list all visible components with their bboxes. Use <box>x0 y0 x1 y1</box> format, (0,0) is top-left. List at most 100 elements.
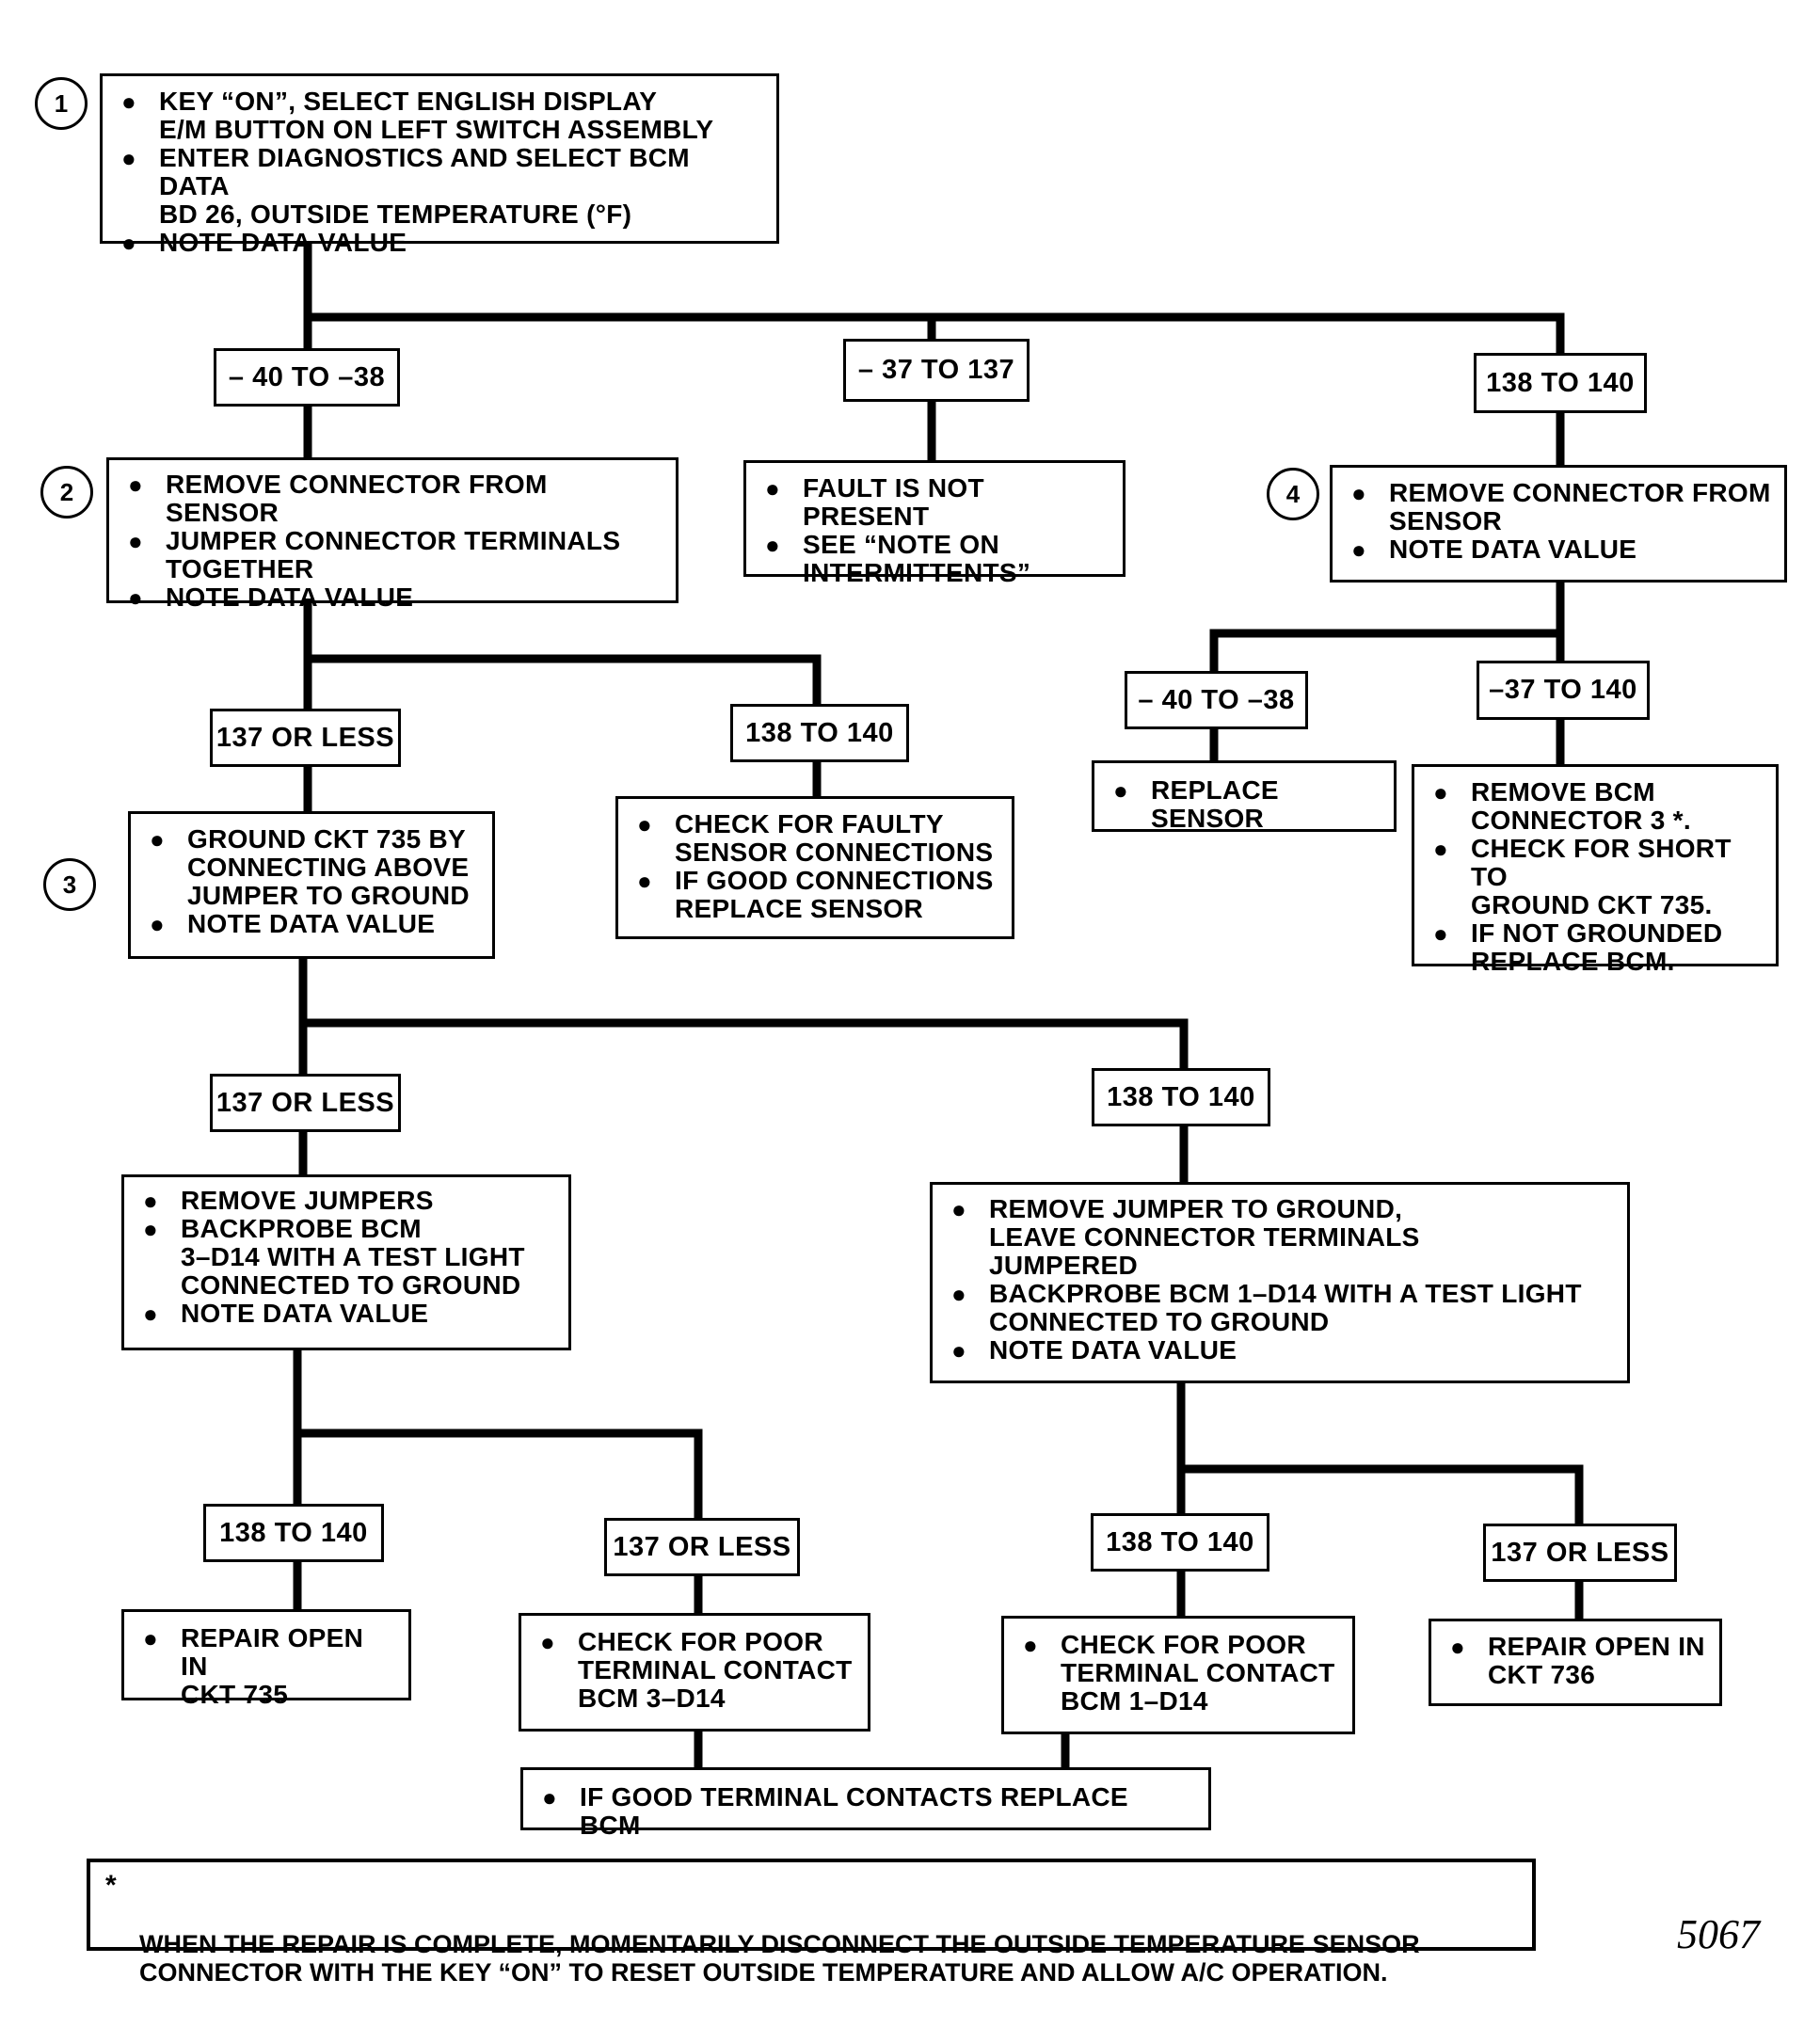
step-text: BACKPROBE BCM 3–D14 WITH A TEST LIGHT CO… <box>181 1214 525 1300</box>
range-label-138-to-140: 138 TO 140 <box>730 704 909 762</box>
step-item: ● CHECK FOR SHORT TO GROUND CKT 735. <box>1433 835 1763 919</box>
good-contacts-replace-bcm-box: ● IF GOOD TERMINAL CONTACTS REPLACE BCM <box>520 1767 1211 1840</box>
repair-open-ckt-736-box: ● REPAIR OPEN IN CKT 736 <box>1429 1619 1722 1706</box>
repair-open-ckt-735-box: ● REPAIR OPEN IN CKT 735 <box>121 1609 411 1709</box>
step-item: ● ENTER DIAGNOSTICS AND SELECT BCM DATA B… <box>121 144 763 229</box>
step-text: ENTER DIAGNOSTICS AND SELECT BCM DATA BD… <box>159 143 690 229</box>
bullet-icon: ● <box>540 1628 556 1656</box>
bullet-icon: ● <box>121 144 137 172</box>
step-item: ● REPAIR OPEN IN CKT 735 <box>143 1624 395 1709</box>
bullet-icon: ● <box>121 88 137 116</box>
step-text: REMOVE CONNECTOR FROM SENSOR <box>1389 478 1771 535</box>
bullet-icon: ● <box>542 1783 558 1812</box>
range-label-minus37-to-140: –37 TO 140 <box>1477 661 1650 720</box>
step-text: NOTE DATA VALUE <box>1389 535 1637 564</box>
bullet-icon: ● <box>637 810 653 838</box>
bullet-icon: ● <box>1351 479 1367 507</box>
step-text: REPAIR OPEN IN CKT 735 <box>181 1623 364 1709</box>
step-text: FAULT IS NOT PRESENT <box>803 473 984 531</box>
step-number-2: 2 <box>40 466 93 519</box>
fault-not-present-box: ● FAULT IS NOT PRESENT ● SEE “NOTE ON INTE… <box>743 460 1126 587</box>
step-text: REMOVE BCM CONNECTOR 3 *. <box>1471 777 1691 835</box>
footnote-text: WHEN THE REPAIR IS COMPLETE, MOMENTARILY… <box>139 1930 1420 1987</box>
step-text: BACKPROBE BCM 1–D14 WITH A TEST LIGHT CO… <box>989 1279 1582 1336</box>
bullet-icon: ● <box>1351 535 1367 564</box>
step-item: ●REMOVE JUMPERS <box>143 1186 555 1216</box>
faulty-sensor-connections-box: ●CHECK FOR FAULTY SENSOR CONNECTIONS ● IF… <box>615 796 1014 939</box>
bullet-icon: ● <box>143 1300 159 1328</box>
bullet-icon: ● <box>765 531 781 559</box>
step-item: ● BACKPROBE BCM 1–D14 WITH A TEST LIGHT C… <box>951 1280 1614 1336</box>
range-label-minus37-to-137: – 37 TO 137 <box>843 339 1030 402</box>
step-text: NOTE DATA VALUE <box>989 1335 1237 1365</box>
bullet-icon: ● <box>150 910 166 938</box>
step-item: ● GROUND CKT 735 BY CONNECTING ABOVE JUMP… <box>150 825 479 910</box>
step-item: ● REMOVE CONNECTOR FROM SENSOR <box>1351 479 1771 535</box>
step-text: JUMPER CONNECTOR TERMINALS TOGETHER <box>166 526 621 583</box>
step-item: ●CHECK FOR POOR TERMINAL CONTACT BCM 3–D… <box>540 1628 854 1713</box>
step-item: ● FAULT IS NOT PRESENT <box>765 474 1110 531</box>
step-item: ●NOTE DATA VALUE <box>150 910 479 939</box>
step-item: ● JUMPER CONNECTOR TERMINALS TOGETHER <box>128 527 663 583</box>
step-item: ● SEE “NOTE ON INTERMITTENTS” <box>765 531 1110 587</box>
bullet-icon: ● <box>1113 776 1129 805</box>
step-text: KEY “ON”, SELECT ENGLISH DISPLAY E/M BUT… <box>159 87 714 144</box>
range-label-minus40-to-minus38: – 40 TO –38 <box>214 348 400 407</box>
step-1-box: ● KEY “ON”, SELECT ENGLISH DISPLAY E/M BU… <box>100 73 779 257</box>
step-item: ● REPLACE SENSOR <box>1113 776 1381 833</box>
bullet-icon: ● <box>765 474 781 503</box>
step-text: REMOVE JUMPERS <box>181 1186 434 1215</box>
range-label-138-to-140: 138 TO 140 <box>1091 1513 1269 1572</box>
step-text: REPAIR OPEN IN CKT 736 <box>1488 1632 1705 1689</box>
step-item: ●NOTE DATA VALUE <box>143 1300 555 1329</box>
bullet-icon: ● <box>1433 778 1449 806</box>
bullet-icon: ● <box>143 1215 159 1243</box>
check-poor-contact-1-d14-box: ● CHECK FOR POOR TERMINAL CONTACT BCM 1–D… <box>1001 1616 1355 1734</box>
bullet-icon: ● <box>150 825 166 854</box>
range-label-138-to-140: 138 TO 140 <box>1092 1068 1270 1126</box>
step-item: ●IF NOT GROUNDED REPLACE BCM. <box>1433 919 1763 976</box>
step-text: IF GOOD CONNECTIONS REPLACE SENSOR <box>675 866 994 923</box>
bullet-icon: ● <box>128 527 144 555</box>
step-text: NOTE DATA VALUE <box>159 228 407 257</box>
range-label-137-or-less: 137 OR LESS <box>1483 1524 1677 1582</box>
bullet-icon: ● <box>1450 1633 1466 1661</box>
range-label-minus40-to-minus38: – 40 TO –38 <box>1125 671 1308 729</box>
range-label-138-to-140: 138 TO 140 <box>1474 353 1647 413</box>
step-item: ● BACKPROBE BCM 3–D14 WITH A TEST LIGHT C… <box>143 1215 555 1300</box>
bullet-icon: ● <box>1433 835 1449 863</box>
step-text: IF NOT GROUNDED REPLACE BCM. <box>1471 918 1723 976</box>
step-item: ● REPAIR OPEN IN CKT 736 <box>1450 1633 1706 1689</box>
step-item: ●REMOVE CONNECTOR FROM SENSOR <box>128 471 663 527</box>
bullet-icon: ● <box>951 1195 967 1223</box>
remove-jumpers-box: ●REMOVE JUMPERS ●BACKPROBE BCM 3–D14 WIT… <box>121 1174 571 1350</box>
bullet-icon: ● <box>951 1280 967 1308</box>
bullet-icon: ● <box>143 1624 159 1652</box>
step-text: CHECK FOR POOR TERMINAL CONTACT BCM 1–D1… <box>1061 1630 1335 1716</box>
step-number-1: 1 <box>35 77 88 130</box>
bullet-icon: ● <box>951 1336 967 1365</box>
step-text: REMOVE JUMPER TO GROUND, LEAVE CONNECTOR… <box>989 1194 1420 1280</box>
remove-bcm-connector-box: ● REMOVE BCM CONNECTOR 3 *. ● CHECK FOR SH… <box>1412 764 1779 976</box>
step-item: ● NOTE DATA VALUE <box>951 1336 1614 1365</box>
bullet-icon: ● <box>637 867 653 895</box>
bullet-icon: ● <box>1023 1631 1039 1659</box>
step-text: CHECK FOR SHORT TO GROUND CKT 735. <box>1471 834 1732 919</box>
step-item: ●CHECK FOR FAULTY SENSOR CONNECTIONS <box>637 810 998 867</box>
step-text: SEE “NOTE ON INTERMITTENTS” <box>803 530 1031 587</box>
step-item: ● KEY “ON”, SELECT ENGLISH DISPLAY E/M BU… <box>121 88 763 144</box>
range-label-137-or-less: 137 OR LESS <box>604 1518 800 1576</box>
step-4-box: ● REMOVE CONNECTOR FROM SENSOR ● NOTE DATA… <box>1330 465 1787 583</box>
step-text: IF GOOD TERMINAL CONTACTS REPLACE BCM <box>580 1782 1128 1840</box>
step-3-box: ● GROUND CKT 735 BY CONNECTING ABOVE JUMP… <box>128 811 495 959</box>
footnote-asterisk: * <box>105 1870 117 1901</box>
step-item: ● REMOVE JUMPER TO GROUND, LEAVE CONNECTO… <box>951 1195 1614 1280</box>
step-text: GROUND CKT 735 BY CONNECTING ABOVE JUMPE… <box>187 824 470 910</box>
step-item: ● IF GOOD CONNECTIONS REPLACE SENSOR <box>637 867 998 923</box>
step-text: REPLACE SENSOR <box>1151 775 1279 833</box>
range-label-138-to-140: 138 TO 140 <box>203 1504 384 1562</box>
bullet-icon: ● <box>121 229 137 257</box>
step-item: ● REMOVE BCM CONNECTOR 3 *. <box>1433 778 1763 835</box>
remove-jumper-to-ground-box: ● REMOVE JUMPER TO GROUND, LEAVE CONNECTO… <box>930 1182 1630 1383</box>
